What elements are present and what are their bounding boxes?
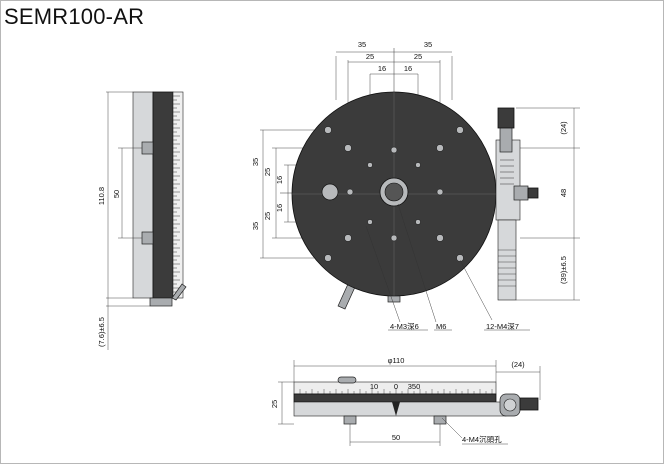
front-scale-ticks (299, 388, 493, 394)
leader-front-m4 (441, 417, 463, 439)
m3-holes (367, 162, 421, 225)
dim-right-24: (24) (559, 121, 568, 135)
micrometer-lock-screw (513, 185, 529, 201)
dim-v-16-top: 16 (275, 176, 284, 184)
callout-m3: 4-M3深6 (390, 322, 419, 331)
dim-side-height: 110.8 (97, 187, 106, 205)
page-title: SEMR100-AR (4, 4, 145, 29)
dim-front-height: 25 (270, 400, 279, 408)
side-bolt-bottom (141, 231, 154, 245)
side-lock-lever (171, 283, 187, 301)
dim-right-39: (39)±6.5 (559, 256, 568, 284)
callout-m6: M6 (436, 322, 446, 331)
scale-label-350: 350 (408, 382, 421, 391)
top-view: 35 35 25 25 16 16 35 25 16 (251, 40, 580, 331)
dim-top-35-right: 35 (424, 40, 432, 49)
dim-top-16-right: 16 (404, 64, 412, 73)
side-bolt-top (141, 141, 154, 155)
dim-top-16-left: 16 (378, 64, 386, 73)
micrometer-upper-rod (499, 125, 513, 153)
large-hole-left (321, 183, 339, 201)
front-base (293, 401, 507, 417)
callout-m4: 12-M4深7 (486, 322, 519, 331)
callout-front-m4: 4-M4沉頭孔 (462, 435, 502, 444)
side-view: 110.8 50 (7.6)±6.5 (97, 91, 187, 350)
micrometer-barrel (497, 219, 517, 301)
dim-right-48: 48 (559, 189, 568, 197)
micrometer-top-knob (497, 107, 515, 129)
leader-m4 (459, 259, 493, 321)
side-rotary-body (152, 91, 174, 299)
micrometer-housing (495, 139, 521, 221)
side-knob (149, 297, 173, 307)
dim-side-holes: 50 (112, 190, 121, 198)
leader-m6 (397, 203, 437, 323)
front-foot-left (343, 415, 357, 425)
side-base-plate (132, 91, 154, 299)
dim-side-offset: (7.6)±6.5 (97, 317, 106, 347)
front-rotary-body (293, 393, 497, 403)
dim-front-24: (24) (511, 360, 525, 369)
side-scale-ticks (173, 95, 180, 293)
front-micrometer-knob (519, 397, 539, 411)
front-lock-lever (337, 376, 357, 384)
top-lock-lever (337, 283, 356, 310)
dim-v-35-bottom: 35 (251, 222, 260, 230)
dim-top-25-right: 25 (414, 52, 422, 61)
dim-front-diameter: φ110 (388, 356, 405, 365)
dim-top-35-left: 35 (358, 40, 366, 49)
dim-v-16-bottom: 16 (275, 204, 284, 212)
top-bottom-post (387, 295, 401, 303)
dim-v-25-top: 25 (263, 168, 272, 176)
dim-v-25-bottom: 25 (263, 212, 272, 220)
scale-label-10: 10 (370, 382, 378, 391)
micrometer-barrel-ticks (498, 249, 516, 287)
micrometer-lock-knob (527, 187, 539, 199)
leader-m3 (365, 225, 401, 323)
front-view: φ110 (24) (270, 356, 541, 446)
m4-holes (324, 126, 464, 262)
dim-v-35-top: 35 (251, 158, 260, 166)
scale-label-0: 0 (394, 382, 398, 391)
front-indicator (392, 402, 400, 416)
side-scale-strip (172, 91, 184, 299)
dim-front-50: 50 (392, 433, 400, 442)
dim-top-25-left: 25 (366, 52, 374, 61)
